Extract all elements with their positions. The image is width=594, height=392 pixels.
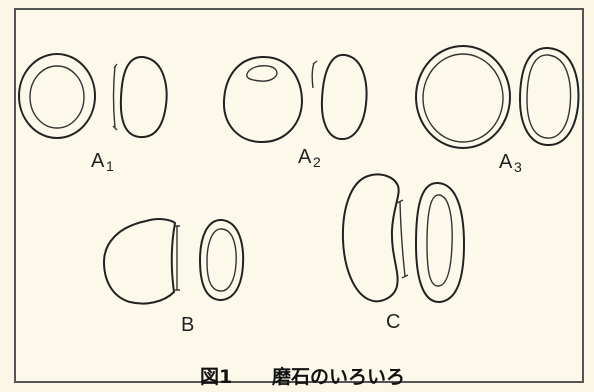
stone-a2: A 2 bbox=[222, 53, 368, 170]
stone-c-face bbox=[341, 173, 400, 303]
stone-c-thickness-bar bbox=[396, 199, 409, 279]
label-a1-subscript: 1 bbox=[106, 158, 114, 174]
stone-a2-profile bbox=[320, 53, 368, 141]
label-a1-letter: A bbox=[91, 150, 105, 172]
stone-a3-profile-inner bbox=[526, 54, 572, 139]
stone-c-profile-inner bbox=[426, 194, 453, 287]
label-b-letter: B bbox=[181, 314, 194, 336]
stone-a1-thickness-bar bbox=[112, 63, 118, 131]
stone-a3: A 3 bbox=[415, 45, 580, 175]
stone-a2-worn-spot bbox=[246, 65, 278, 82]
caption-number: 図1 bbox=[200, 366, 232, 388]
stone-a1-profile bbox=[119, 55, 168, 139]
figure-caption: 図1 磨石のいろいろ bbox=[200, 365, 405, 388]
stone-a3-face-outer bbox=[415, 45, 511, 149]
stone-a1-face-inner bbox=[29, 65, 85, 129]
stone-b-profile-outer bbox=[198, 218, 245, 302]
stone-b-face bbox=[102, 218, 177, 305]
figure-frame bbox=[14, 8, 584, 383]
stone-b-thickness-bar bbox=[175, 225, 180, 291]
label-a2-subscript: 2 bbox=[313, 154, 321, 170]
stone-c-profile-outer bbox=[414, 181, 466, 304]
label-a2-letter: A bbox=[298, 146, 312, 168]
label-a3-subscript: 3 bbox=[514, 159, 522, 175]
stone-b: B bbox=[102, 218, 245, 336]
stone-a1: A 1 bbox=[18, 53, 168, 174]
stone-a2-face bbox=[222, 55, 304, 144]
caption-title: 磨石のいろいろ bbox=[271, 365, 405, 388]
stone-a3-face-inner bbox=[422, 53, 504, 143]
stone-b-profile-inner bbox=[206, 228, 237, 292]
stone-a1-face-outer bbox=[18, 53, 96, 139]
stone-a3-profile-outer bbox=[518, 46, 580, 147]
stone-a2-thickness-bar bbox=[311, 60, 318, 89]
stone-c: C bbox=[341, 173, 466, 333]
label-c-letter: C bbox=[386, 311, 400, 333]
label-a3-letter: A bbox=[499, 151, 513, 173]
